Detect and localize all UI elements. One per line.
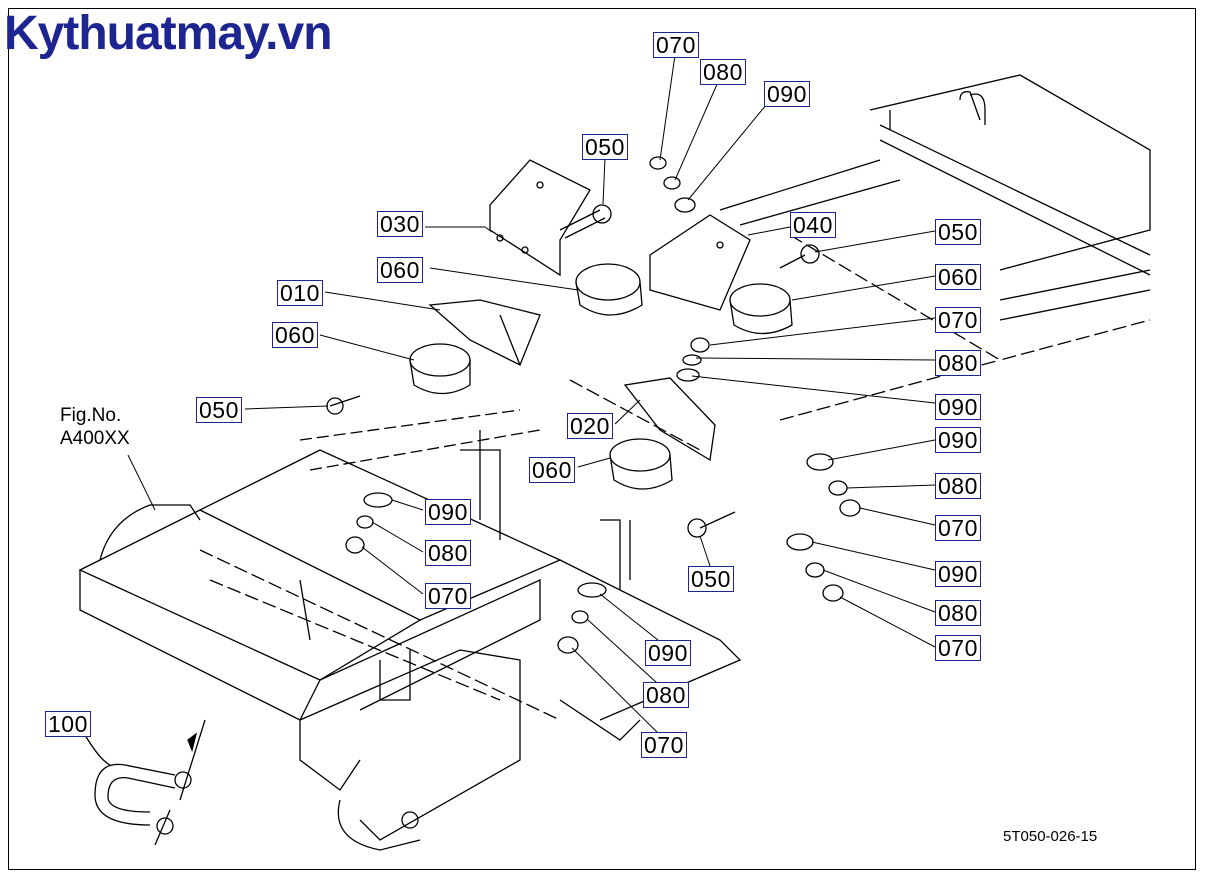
drawing-code: 5T050-026-15 bbox=[1003, 828, 1098, 845]
fasteners bbox=[326, 156, 861, 654]
battery-cable-100 bbox=[84, 719, 206, 846]
callout-090: 090 bbox=[935, 561, 981, 587]
callout-080: 080 bbox=[643, 682, 689, 708]
callout-070: 070 bbox=[935, 635, 981, 661]
figure-reference-number: A400XX bbox=[60, 428, 130, 449]
leader-lines bbox=[127, 54, 936, 744]
bracket-010 bbox=[428, 299, 541, 366]
callout-070: 070 bbox=[935, 307, 981, 333]
drawing-frame bbox=[8, 8, 1196, 870]
callout-070: 070 bbox=[935, 515, 981, 541]
callout-070: 070 bbox=[425, 583, 471, 609]
callout-020: 020 bbox=[567, 413, 613, 439]
chassis-frame-upper bbox=[569, 74, 1151, 451]
callout-060: 060 bbox=[529, 457, 575, 483]
callout-070: 070 bbox=[641, 732, 687, 758]
callout-080: 080 bbox=[700, 59, 746, 85]
callout-080: 080 bbox=[935, 473, 981, 499]
callout-040: 040 bbox=[790, 212, 836, 238]
callout-090: 090 bbox=[764, 81, 810, 107]
callout-060: 060 bbox=[935, 264, 981, 290]
callout-080: 080 bbox=[425, 540, 471, 566]
callout-080: 080 bbox=[935, 350, 981, 376]
callout-090: 090 bbox=[645, 640, 691, 666]
callout-080: 080 bbox=[935, 600, 981, 626]
brand-watermark: Kythuatmay.vn bbox=[4, 7, 333, 60]
callout-050: 050 bbox=[688, 566, 734, 592]
callout-050: 050 bbox=[582, 134, 628, 160]
callout-030: 030 bbox=[377, 211, 423, 237]
callout-010: 010 bbox=[277, 280, 323, 306]
bracket-030 bbox=[489, 159, 591, 277]
callout-060: 060 bbox=[377, 257, 423, 283]
callout-090: 090 bbox=[425, 499, 471, 525]
callout-100: 100 bbox=[45, 711, 91, 737]
bracket-020 bbox=[623, 377, 716, 462]
callout-060: 060 bbox=[272, 322, 318, 348]
callout-050: 050 bbox=[935, 219, 981, 245]
bracket-040 bbox=[649, 214, 751, 311]
callout-090: 090 bbox=[935, 394, 981, 420]
figure-reference: Fig.No. A400XX bbox=[60, 404, 130, 450]
callout-070: 070 bbox=[653, 32, 699, 58]
callout-050: 050 bbox=[196, 397, 242, 423]
figure-reference-label: Fig.No. bbox=[60, 405, 122, 426]
rubber-mount-060 bbox=[409, 263, 793, 490]
callout-090: 090 bbox=[935, 427, 981, 453]
chassis-frame-lower bbox=[78, 409, 742, 851]
